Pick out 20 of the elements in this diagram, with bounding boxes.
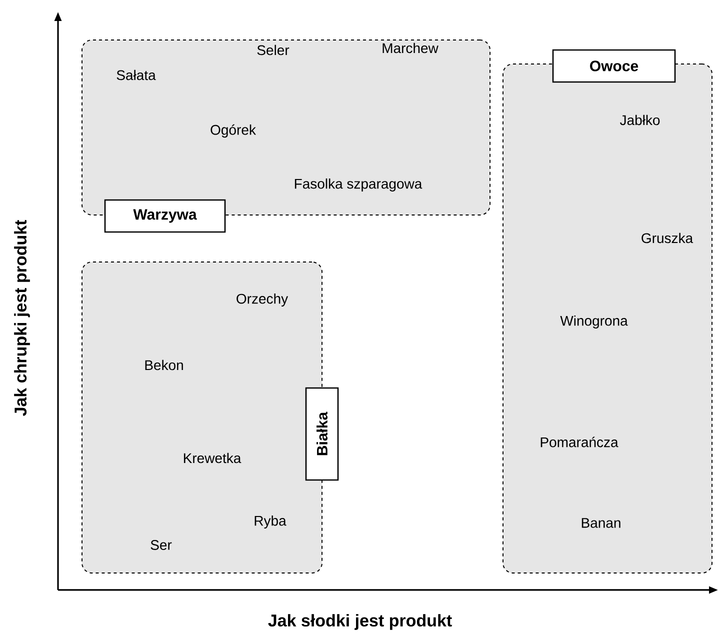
- item-label: Sałata: [116, 70, 156, 80]
- axis-title: Jak chrupki jest produkt: [14, 220, 30, 416]
- item-label: Krewetka: [184, 452, 242, 464]
- axis-title: Jak słodki jest produkt: [268, 614, 452, 630]
- item-label: Ryba: [254, 515, 286, 528]
- group-label: Owoce: [552, 49, 676, 83]
- group-label: Warzywa: [104, 199, 226, 233]
- item-label: Orzechy: [236, 293, 288, 306]
- item-label: Winogrona: [560, 315, 628, 328]
- item-label: Marchew: [382, 42, 438, 54]
- item-label: Seler: [257, 44, 290, 56]
- item-label: Ser: [150, 540, 172, 550]
- item-label: Fasolka szparagowa: [294, 178, 422, 192]
- item-label: Gruszka: [642, 232, 694, 244]
- item-label: Banan: [582, 518, 620, 528]
- item-label: Pomarańcza: [540, 436, 618, 448]
- item-label: Bekon: [145, 360, 183, 370]
- item-label: Jabłko: [620, 114, 660, 126]
- item-label: Ogórek: [210, 124, 256, 138]
- group-label: Białka: [305, 387, 339, 481]
